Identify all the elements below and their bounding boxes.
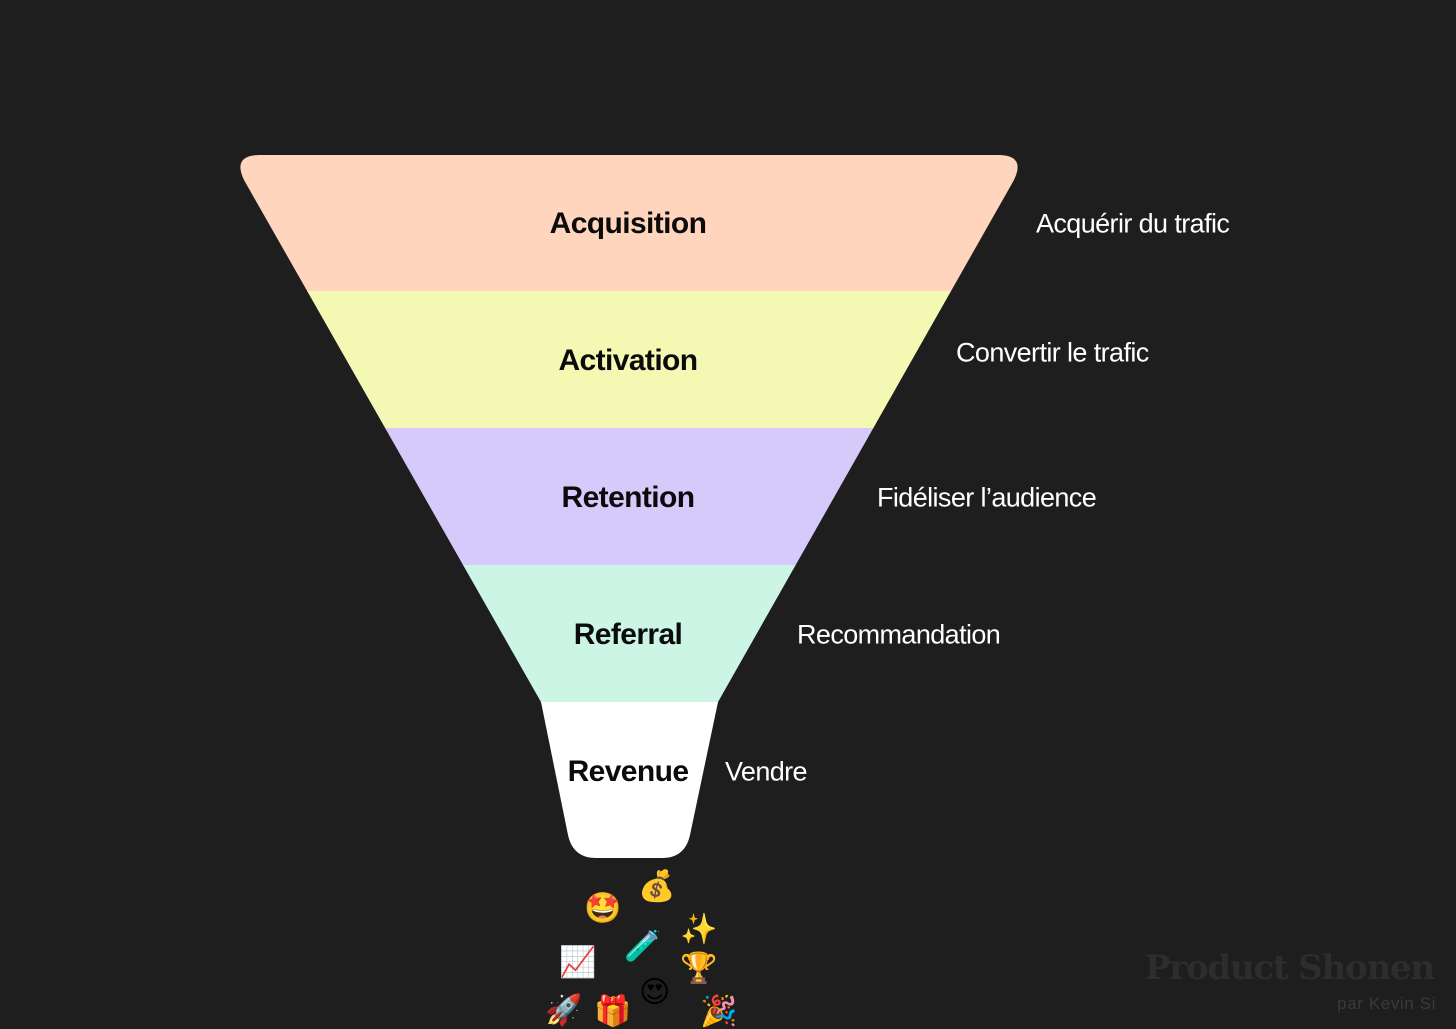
stage-desc-referral: Recommandation	[797, 619, 1001, 650]
chart-increasing-emoji-icon: 📈	[559, 945, 597, 980]
funnel-band-acquisition	[240, 155, 1018, 292]
stage-label-referral: Referral	[573, 618, 683, 651]
brand-title: Product Shonen	[1144, 948, 1435, 988]
stage-label-revenue: Revenue	[567, 755, 689, 788]
stage-label-activation: Activation	[558, 344, 698, 377]
stage-desc-acquisition: Acquérir du trafic	[1036, 208, 1230, 239]
test-tube-emoji-icon: 🧪	[624, 929, 662, 964]
star-struck-emoji-icon: 🤩	[584, 891, 622, 926]
stage-desc-retention: Fidéliser l’audience	[877, 482, 1097, 513]
money-bag-emoji-icon: 💰	[638, 869, 676, 904]
stage-desc-activation: Convertir le trafic	[956, 337, 1149, 368]
brand-subtitle: par Kevin Si	[1337, 994, 1436, 1013]
party-popper-emoji-icon: 🎉	[700, 994, 738, 1029]
rocket-emoji-icon: 🚀	[545, 993, 583, 1028]
stage-label-acquisition: Acquisition	[549, 207, 707, 240]
sparkles-emoji-icon: ✨	[680, 912, 718, 947]
heart-eyes-emoji-icon: 😍	[639, 975, 671, 1010]
stage-desc-revenue: Vendre	[725, 756, 808, 787]
stage-label-retention: Retention	[561, 481, 696, 514]
gift-emoji-icon: 🎁	[594, 994, 632, 1029]
trophy-emoji-icon: 🏆	[680, 951, 718, 986]
